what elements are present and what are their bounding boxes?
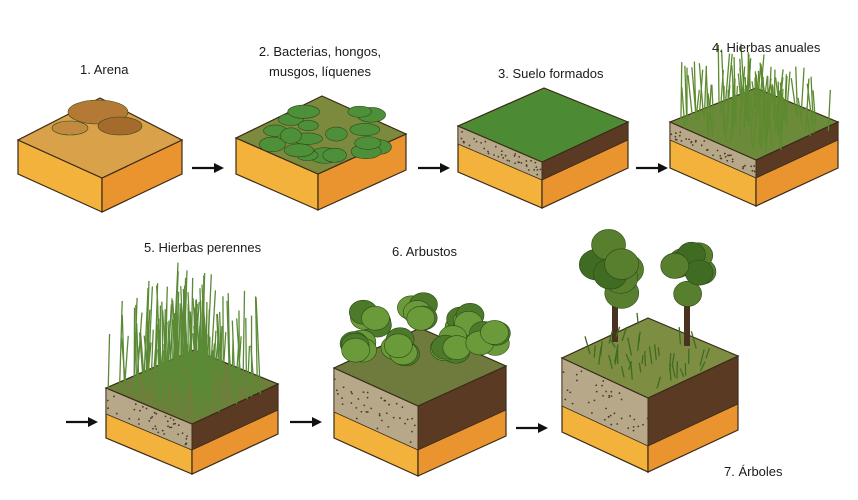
- stage-4-block: [670, 44, 838, 206]
- stage-7-block: [562, 229, 738, 472]
- annual-grass-blade: [768, 76, 769, 119]
- annual-grass-blade: [736, 95, 737, 126]
- perennial-grass-blade: [108, 334, 109, 389]
- stage-6-label: 6. Arbustos: [392, 244, 457, 260]
- perennial-grass-blade: [232, 340, 233, 380]
- arrow-4-to-5-head: [88, 417, 98, 427]
- moss-patch: [284, 144, 313, 157]
- stage-7-label: 7. Árboles: [724, 464, 783, 480]
- arrow-3-to-4-head: [658, 163, 668, 173]
- stage-6-block: [334, 293, 511, 476]
- moss-patch: [323, 148, 347, 162]
- stage-2-label-line1: 2. Bacterias, hongos,: [250, 44, 390, 60]
- shrub-foliage: [481, 320, 509, 344]
- arrow-6-to-7-head: [538, 423, 548, 433]
- sand-dune: [98, 117, 142, 135]
- arrow-5-to-6-head: [312, 417, 322, 427]
- stage-1-block: [18, 98, 182, 212]
- tree-crown: [605, 249, 639, 280]
- moss-patch: [350, 123, 380, 135]
- stage-2-label-line2: musgos, líquenes: [250, 64, 390, 80]
- shrub-foliage: [342, 338, 370, 362]
- moss-patch: [288, 105, 320, 118]
- moss-patch: [355, 137, 381, 150]
- moss-patch: [326, 127, 348, 141]
- arrow-1-to-2-head: [214, 163, 224, 173]
- perennial-grass-blade: [137, 350, 138, 394]
- perennial-grass-blade: [246, 318, 247, 385]
- annual-grass-blade: [706, 68, 708, 109]
- ground-plant: [645, 351, 646, 366]
- stage-3-block: [458, 88, 628, 208]
- tree-crown: [661, 253, 689, 278]
- annual-grass-blade: [747, 87, 748, 121]
- moss-patch: [280, 128, 301, 144]
- stage-5-label: 5. Hierbas perennes: [144, 240, 261, 256]
- arrow-2-to-3-head: [440, 163, 450, 173]
- moss-patch: [298, 120, 318, 130]
- stage-4-label: 4. Hierbas anuales: [712, 40, 820, 56]
- annual-grass-blade: [688, 75, 692, 114]
- sand-dune: [52, 121, 88, 135]
- shrub-foliage: [361, 306, 389, 330]
- stage-3-label: 3. Suelo formados: [498, 66, 604, 82]
- tree-crown: [685, 260, 713, 285]
- annual-grass-blade: [734, 57, 735, 104]
- stage-1-label: 1. Arena: [80, 62, 128, 78]
- tree-trunk: [684, 300, 690, 346]
- stage-5-block: [106, 263, 278, 474]
- shrub-foliage: [407, 306, 435, 330]
- shrub-foliage: [384, 334, 412, 358]
- moss-patch: [348, 106, 372, 117]
- stage-2-block: [236, 96, 406, 210]
